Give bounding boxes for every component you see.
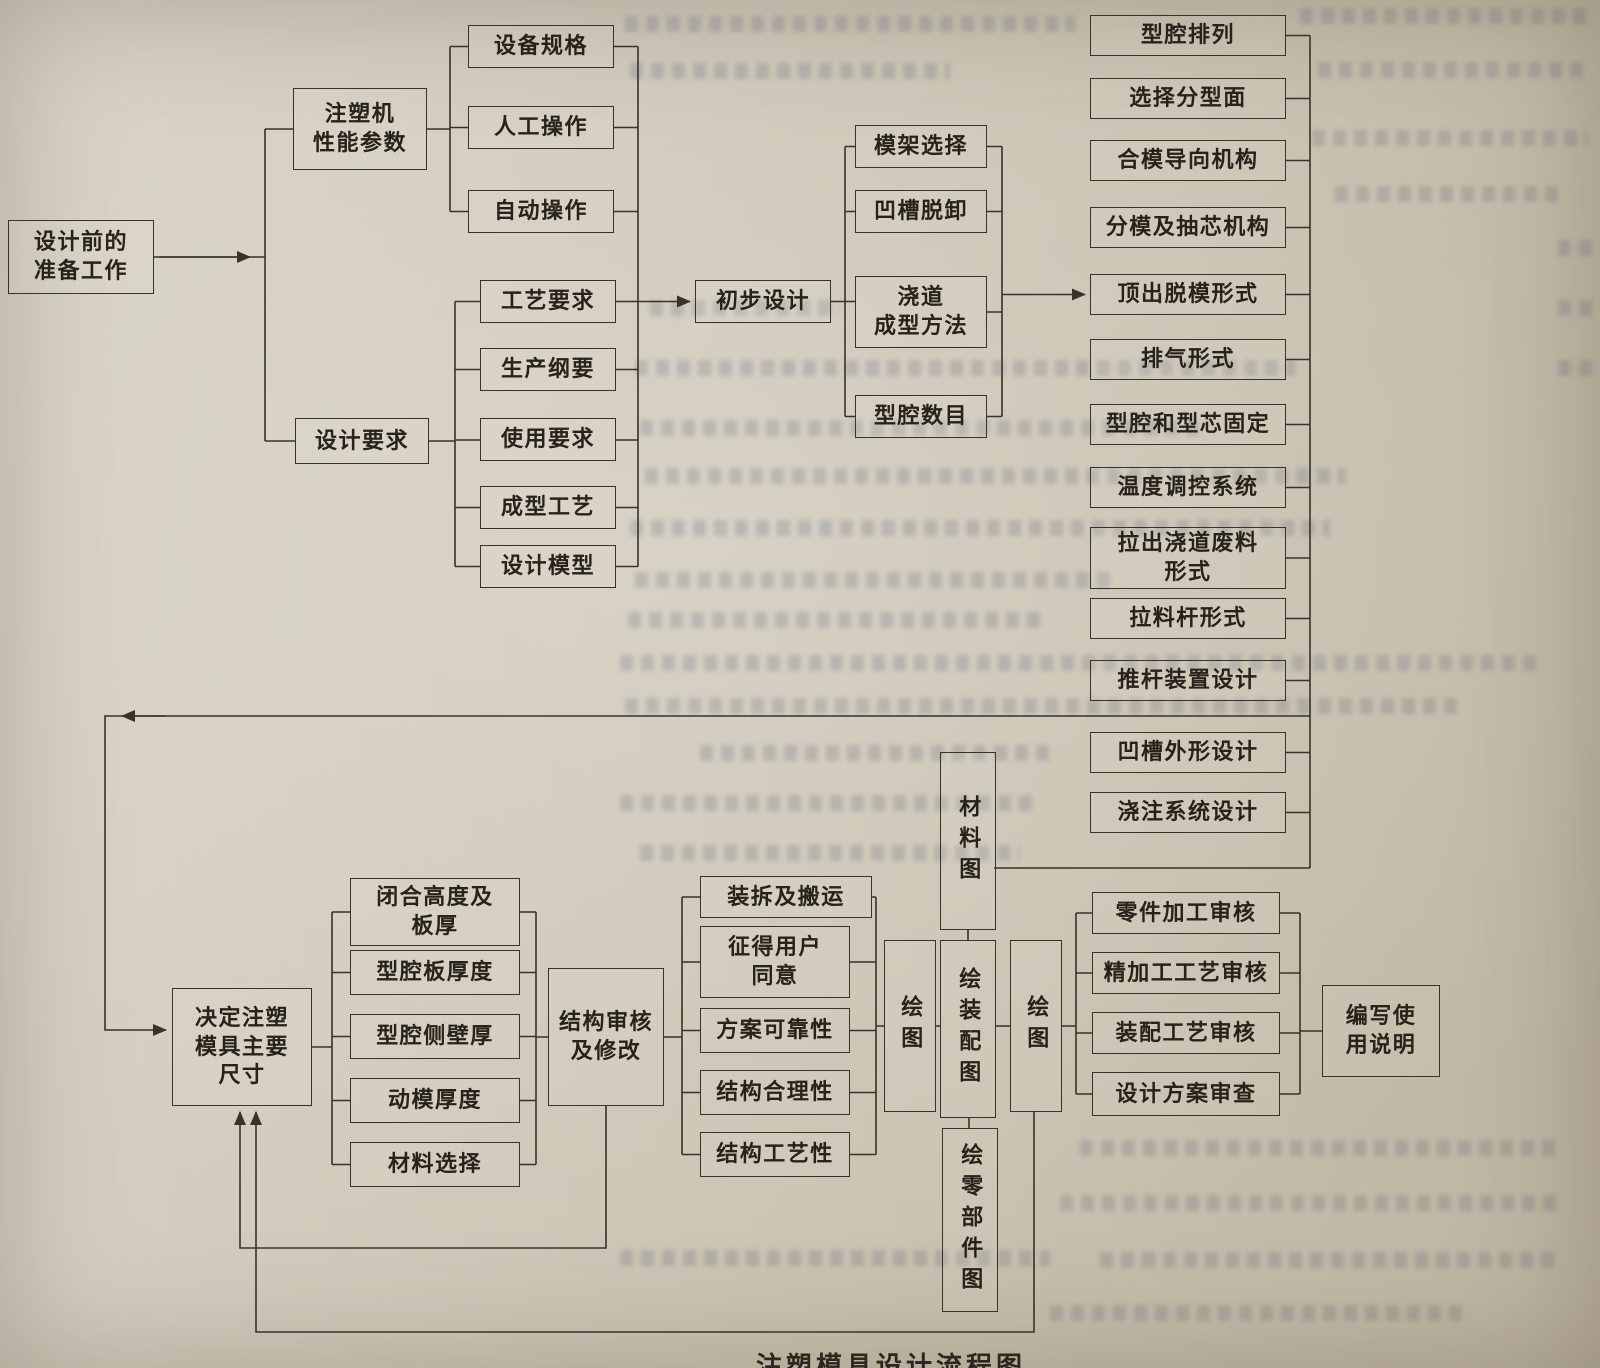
node-structure-manufacturability: 结构工艺性 — [700, 1132, 850, 1177]
node-machine-parameters: 注塑机 性能参数 — [293, 88, 427, 170]
ghost-text-line — [1080, 1140, 1560, 1156]
node-molding-process: 成型工艺 — [480, 486, 616, 529]
node-temperature-control: 温度调控系统 — [1090, 467, 1286, 508]
node-cavity-plate-thickness: 型腔板厚度 — [350, 950, 520, 995]
node-manual-operation: 人工操作 — [468, 106, 614, 149]
node-preparation: 设计前的 准备工作 — [8, 220, 154, 294]
node-cavity-count: 型腔数目 — [855, 395, 987, 438]
ghost-text-line — [625, 698, 1465, 714]
ghost-text-line — [700, 745, 1050, 761]
node-assembly-process-review: 装配工艺审核 — [1092, 1012, 1280, 1054]
node-user-consent: 征得用户 同意 — [700, 926, 850, 998]
node-auto-operation: 自动操作 — [468, 190, 614, 233]
node-parting-surface: 选择分型面 — [1090, 78, 1286, 119]
node-drawing-2: 绘图 — [1010, 940, 1062, 1112]
node-groove-release: 凹槽脱卸 — [855, 190, 987, 233]
ghost-text-line — [635, 360, 1295, 376]
ghost-text-line — [1558, 240, 1594, 256]
node-design-model: 设计模型 — [480, 545, 616, 588]
node-assembly-drawing: 绘装配图 — [940, 940, 996, 1118]
node-gating-system-design: 浇注系统设计 — [1090, 792, 1286, 833]
node-mold-base-selection: 模架选择 — [855, 125, 987, 168]
ghost-text-line — [630, 63, 950, 79]
node-parts-drawing: 绘零部件图 — [942, 1128, 998, 1312]
figure-caption: 注塑模具设计流程图 — [756, 1352, 1027, 1368]
node-guide-mechanism: 合模导向机构 — [1090, 140, 1286, 181]
node-ejector-device-design: 推杆装置设计 — [1090, 660, 1286, 701]
node-usage-requirements: 使用要求 — [480, 418, 616, 461]
node-material-selection: 材料选择 — [350, 1142, 520, 1187]
ghost-text-line — [640, 420, 1200, 436]
ghost-text-line — [635, 572, 1115, 588]
node-puller-rod-form: 拉料杆形式 — [1090, 598, 1286, 639]
ghost-text-line — [1300, 8, 1590, 24]
ghost-text-line — [1558, 300, 1594, 316]
node-cavity-layout: 型腔排列 — [1090, 15, 1286, 56]
ghost-text-line — [620, 795, 1040, 811]
node-runner-molding-method: 浇道 成型方法 — [855, 276, 987, 348]
node-process-requirements: 工艺要求 — [480, 280, 616, 323]
node-plan-reliability: 方案可靠性 — [700, 1008, 850, 1053]
node-groove-shape-design: 凹槽外形设计 — [1090, 732, 1286, 773]
node-structure-rationality: 结构合理性 — [700, 1070, 850, 1115]
ghost-text-line — [630, 520, 1330, 536]
ghost-text-line — [640, 845, 1020, 861]
ghost-text-line — [645, 468, 1345, 484]
node-ejection-form: 顶出脱模形式 — [1090, 274, 1286, 315]
node-cavity-wall-thickness: 型腔侧壁厚 — [350, 1014, 520, 1059]
node-structure-review: 结构审核 及修改 — [548, 968, 664, 1106]
ghost-text-line — [1335, 186, 1565, 202]
node-production-outline: 生产纲要 — [480, 348, 616, 391]
node-write-manual: 编写使 用说明 — [1322, 985, 1440, 1077]
ghost-text-line — [1318, 62, 1590, 78]
ghost-text-line — [650, 300, 840, 316]
ghost-text-line — [628, 612, 1048, 628]
node-venting-form: 排气形式 — [1090, 339, 1286, 380]
ghost-text-line — [1100, 1252, 1560, 1268]
node-main-dimensions: 决定注塑 模具主要 尺寸 — [172, 988, 312, 1106]
node-equipment-spec: 设备规格 — [468, 25, 614, 68]
ghost-text-line — [1558, 360, 1594, 376]
node-drawing-1: 绘图 — [884, 940, 936, 1112]
node-runner-waste-form: 拉出浇道废料 形式 — [1090, 527, 1286, 589]
node-design-requirements: 设计要求 — [295, 418, 429, 464]
ghost-text-line — [1060, 1195, 1560, 1211]
node-core-pulling-mechanism: 分模及抽芯机构 — [1090, 207, 1286, 248]
node-design-scheme-review: 设计方案审查 — [1092, 1072, 1280, 1116]
node-moving-mold-thickness: 动模厚度 — [350, 1078, 520, 1123]
node-part-machining-review: 零件加工审核 — [1092, 892, 1280, 934]
node-material-drawing: 材料图 — [940, 752, 996, 930]
node-preliminary-design: 初步设计 — [695, 280, 831, 323]
node-assembly-transport: 装拆及搬运 — [700, 876, 872, 918]
node-cavity-core-fixing: 型腔和型芯固定 — [1090, 404, 1286, 445]
node-finishing-process-review: 精加工工艺审核 — [1092, 952, 1280, 994]
ghost-text-line — [1050, 1305, 1470, 1321]
ghost-text-line — [1312, 130, 1588, 146]
node-closing-height: 闭合高度及 板厚 — [350, 878, 520, 946]
ghost-text-line — [625, 16, 1075, 32]
